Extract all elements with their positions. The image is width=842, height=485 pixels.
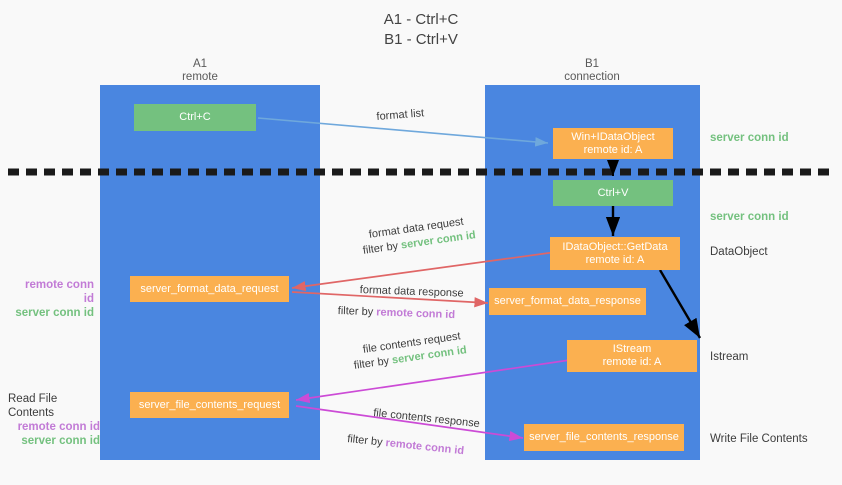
arrow-file-contents-request — [295, 359, 571, 404]
box-getdata-line1: IDataObject::GetData — [562, 240, 668, 253]
column-b1-name: B1 — [584, 58, 600, 70]
annotation-remote-conn-id-lower: remote conn id — [17, 421, 100, 433]
arrow-file-contents-response — [295, 405, 524, 442]
filter-key-remote-conn-id: remote conn id — [376, 306, 456, 322]
box-istream[interactable]: IStream remote id: A — [567, 340, 697, 372]
column-a1-name: A1 — [192, 58, 208, 70]
box-server-format-data-request[interactable]: server_format_data_request — [130, 276, 289, 302]
column-header-b1: B1 connection — [532, 58, 652, 84]
box-getdata-line2: remote id: A — [585, 253, 645, 266]
edge-label-format-data-response-text: format data response — [359, 283, 464, 300]
box-idataobject-getdata[interactable]: IDataObject::GetData remote id: A — [550, 237, 680, 270]
title-line-1: A1 - Ctrl+C — [383, 11, 459, 28]
box-ctrl-v[interactable]: Ctrl+V — [553, 180, 673, 206]
annotation-istream: Istream — [710, 351, 749, 363]
title-line-2: B1 - Ctrl+V — [384, 31, 458, 48]
box-server-format-data-response[interactable]: server_format_data_response — [489, 288, 646, 315]
box-win-idataobject-line2: remote id: A — [583, 143, 643, 156]
filter-prefix: filter by — [346, 432, 387, 449]
box-server-file-contents-response[interactable]: server_file_contents_response — [524, 424, 684, 451]
diagram-title: A1 - Ctrl+C B1 - Ctrl+V — [0, 10, 842, 50]
filter-prefix: filter by — [362, 239, 402, 257]
filter-prefix: filter by — [337, 304, 377, 319]
filter-prefix: filter by — [353, 354, 393, 372]
annotation-write-file-contents: Write File Contents — [710, 433, 808, 445]
arrow-format-data-response — [291, 291, 489, 308]
box-server-file-contents-request[interactable]: server_file_contents_request — [130, 392, 289, 418]
column-header-a1: A1 remote — [140, 58, 260, 84]
box-win-idataobject-line1: Win+IDataObject — [571, 130, 655, 143]
box-win-idataobject[interactable]: Win+IDataObject remote id: A — [553, 128, 673, 159]
annotation-read-file-contents: Read File Contents — [8, 393, 58, 419]
box-istream-line1: IStream — [612, 343, 652, 355]
column-a1-subtitle: remote — [182, 71, 218, 83]
annotation-conn-id-group-upper: remote conn id server conn id — [12, 278, 94, 320]
box-ctrl-c[interactable]: Ctrl+C — [134, 104, 256, 131]
annotation-server-conn-id-upper: server conn id — [15, 307, 94, 319]
annotation-server-conn-id-top: server conn id — [710, 132, 789, 144]
annotation-dataobject: DataObject — [710, 246, 768, 258]
annotation-remote-conn-id-upper: remote conn id — [24, 279, 94, 305]
annotation-server-conn-id-mid: server conn id — [710, 211, 789, 223]
arrow-format-list — [257, 117, 549, 147]
arrow-format-data-request — [291, 251, 557, 292]
annotation-conn-id-group-lower: Read File Contents remote conn id server… — [8, 392, 100, 448]
box-istream-line2: remote id: A — [602, 356, 662, 368]
annotation-server-conn-id-lower: server conn id — [21, 435, 100, 447]
arrow-getdata-to-istream — [658, 269, 702, 339]
column-b1-subtitle: connection — [564, 71, 620, 83]
